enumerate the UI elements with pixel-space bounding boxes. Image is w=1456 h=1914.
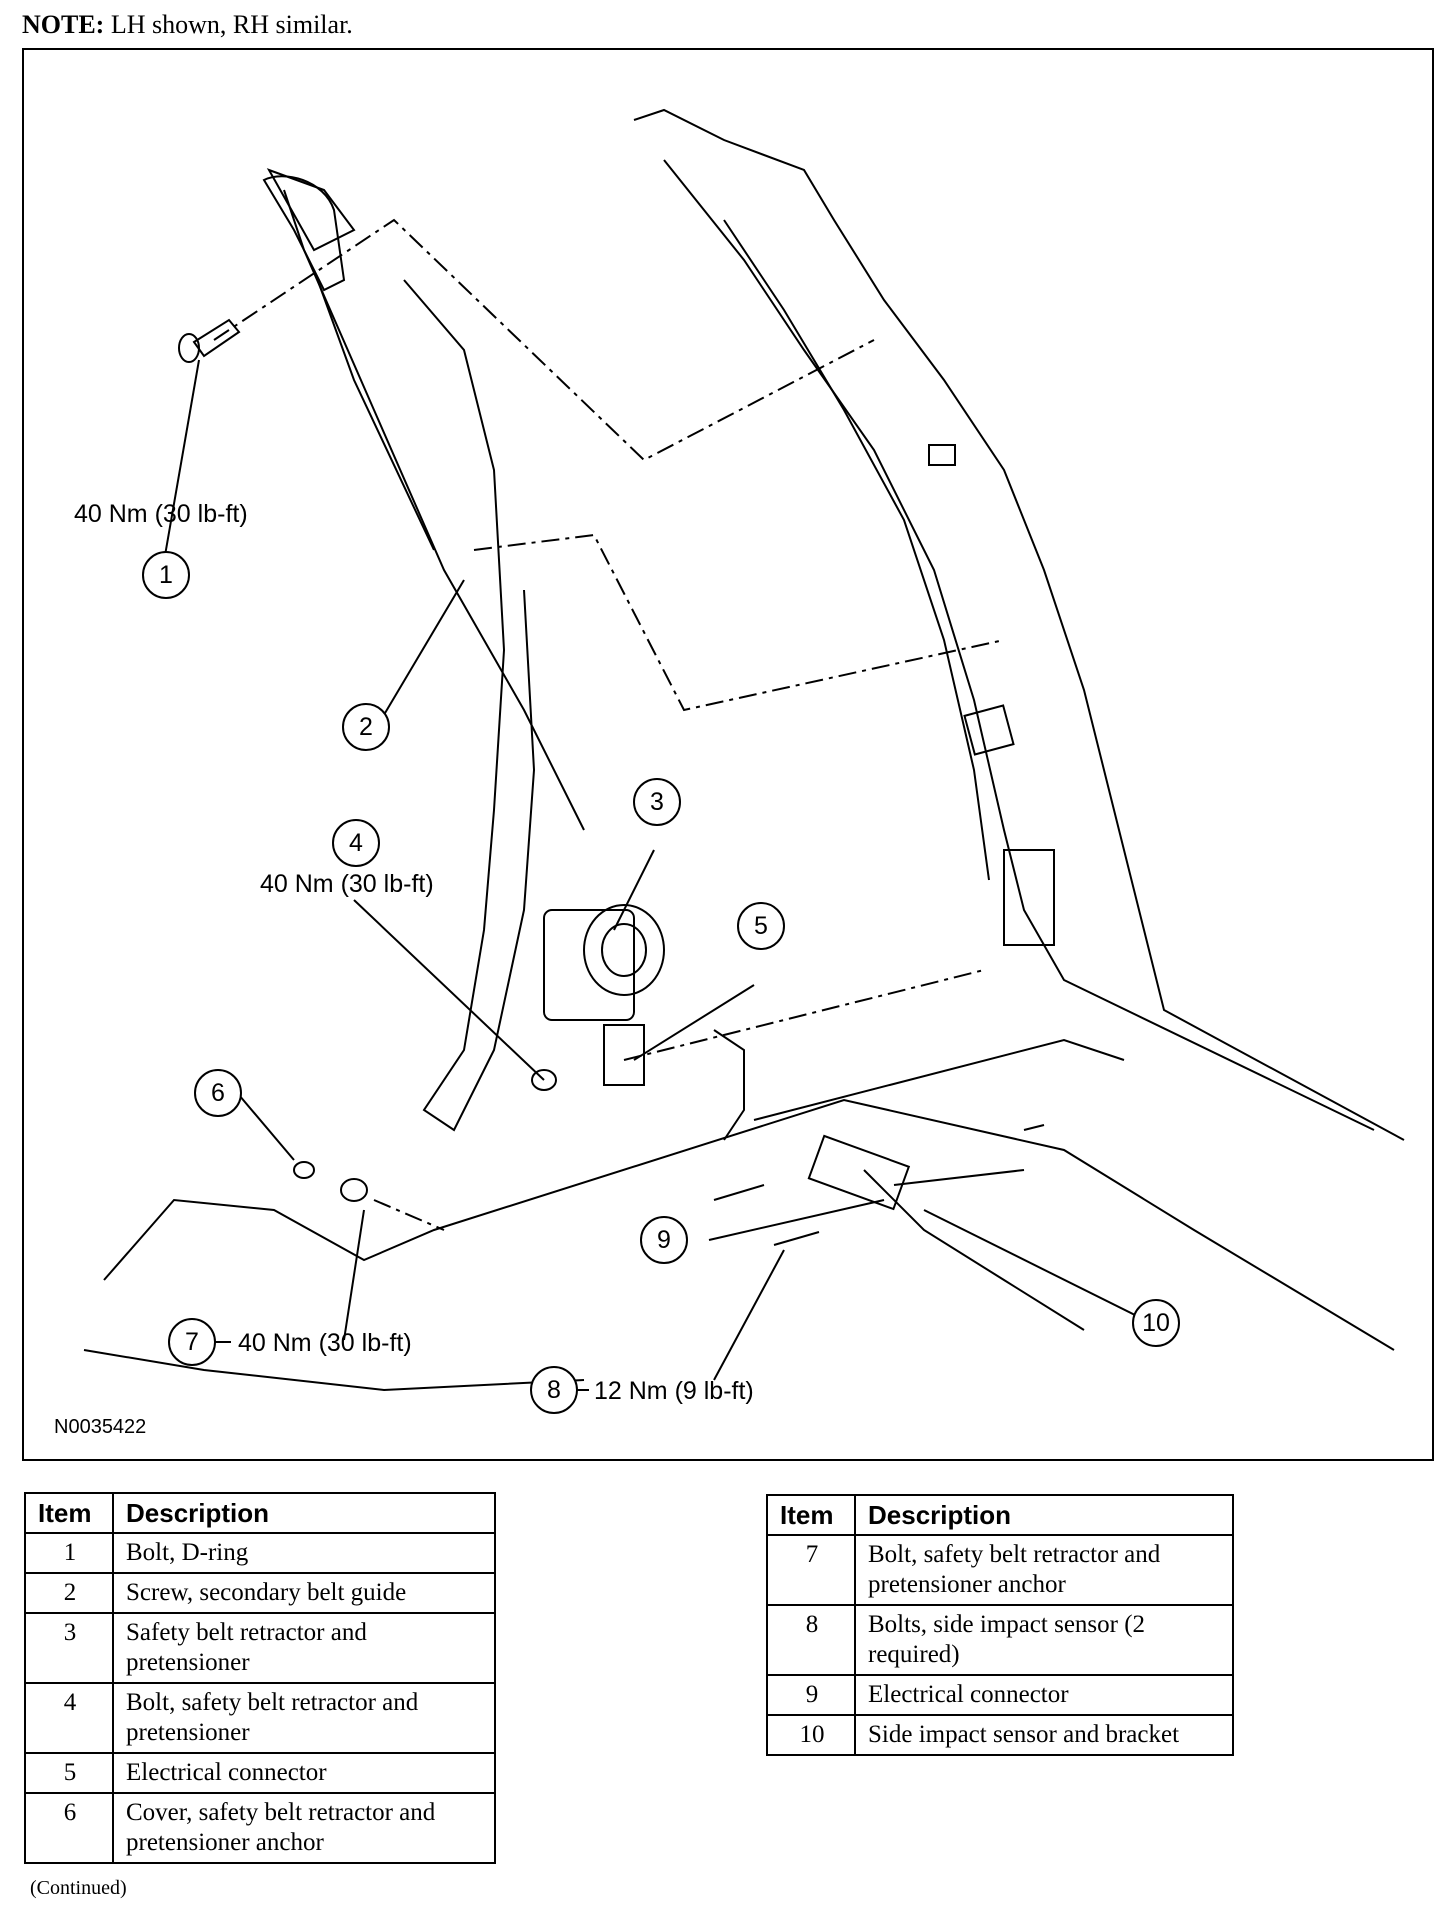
exploded-view-diagram: 1 2 3 4 5 6 7 8 9 10 40 Nm (30 lb-ft) 40…: [22, 48, 1434, 1461]
continued-footer: (Continued): [30, 1877, 127, 1899]
retractor: [543, 909, 635, 1021]
callout-9-circle: [640, 1216, 688, 1264]
item-description: Screw, secondary belt guide: [112, 1572, 496, 1614]
item-number: 4: [24, 1682, 114, 1754]
callout-2-number: 2: [359, 713, 373, 741]
callout-9-number: 9: [657, 1226, 671, 1254]
d-ring: [262, 175, 346, 292]
item-description: Bolt, safety belt retractor and pretensi…: [854, 1534, 1234, 1606]
note-label: NOTE:: [22, 10, 105, 39]
item-number: 5: [24, 1752, 114, 1794]
table-header-row: Item Description: [766, 1494, 1234, 1536]
item-number: 9: [766, 1674, 856, 1716]
item-description: Electrical connector: [112, 1752, 496, 1794]
note: NOTE: LH shown, RH similar.: [22, 10, 353, 40]
leader-6: [238, 1094, 295, 1161]
side-impact-sensor: [807, 1134, 911, 1211]
callout-2-circle: [342, 703, 390, 751]
column-header-description: Description: [112, 1492, 496, 1534]
item-number: 7: [766, 1534, 856, 1606]
belt-webbing: [283, 189, 585, 831]
item-description: Bolt, safety belt retractor and pretensi…: [112, 1682, 496, 1754]
item-number: 3: [24, 1612, 114, 1684]
torque-label-7: 40 Nm (30 lb-ft): [238, 1329, 412, 1357]
item-number: 10: [766, 1714, 856, 1756]
b-pillar-inner: [663, 159, 1375, 1131]
leader-8a: [713, 1249, 785, 1381]
item-description: Side impact sensor and bracket: [854, 1714, 1234, 1756]
callout-3-number: 3: [650, 788, 664, 816]
column-header-description: Description: [854, 1494, 1234, 1536]
callout-6-circle: [194, 1069, 242, 1117]
callout-3-circle: [633, 778, 681, 826]
column-header-item: Item: [766, 1494, 856, 1536]
callout-5-circle: [737, 902, 785, 950]
leader-4: [353, 899, 545, 1081]
item-description: Safety belt retractor and pretensioner: [112, 1612, 496, 1684]
leader-5: [633, 984, 755, 1061]
note-text: LH shown, RH similar.: [110, 10, 353, 39]
item-description: Bolts, side impact sensor (2 required): [854, 1604, 1234, 1676]
leader-7a: [343, 1209, 365, 1341]
diagram-drawing: 1 2 3 4 5 6 7 8 9 10 40 Nm (30 lb-ft) 40…: [54, 108, 1405, 1438]
item-description: Bolt, D-ring: [112, 1532, 496, 1574]
callout-7-circle: [168, 1318, 216, 1366]
column-header-item: Item: [24, 1492, 114, 1534]
callout-5-number: 5: [754, 912, 768, 940]
item-number: 8: [766, 1604, 856, 1676]
b-pillar-outer: [633, 108, 1405, 1141]
item-number: 6: [24, 1792, 114, 1864]
callout-4-circle: [332, 819, 380, 867]
callout-1-circle: [142, 551, 190, 599]
lower-trim-panel: [403, 279, 536, 1132]
callout-8-circle: [530, 1366, 578, 1414]
item-number: 2: [24, 1572, 114, 1614]
callout-6-number: 6: [211, 1079, 225, 1107]
item-description: Cover, safety belt retractor and pretens…: [112, 1792, 496, 1864]
torque-label-4: 40 Nm (30 lb-ft): [260, 870, 434, 898]
callout-10-circle: [1132, 1299, 1180, 1347]
callout-10-number: 10: [1142, 1309, 1170, 1337]
callout-1-number: 1: [159, 561, 173, 589]
b-pillar-edge: [723, 219, 990, 881]
callout-7-number: 7: [185, 1328, 199, 1356]
leader-3: [613, 849, 655, 931]
floor-sill: [103, 1098, 1395, 1351]
torque-label-8: 12 Nm (9 lb-ft): [594, 1377, 754, 1405]
figure-id: N0035422: [54, 1416, 146, 1438]
leader-10: [923, 1209, 1150, 1323]
torque-label-1: 40 Nm (30 lb-ft): [74, 500, 248, 528]
callout-4-number: 4: [349, 829, 363, 857]
leader-9: [708, 1199, 885, 1241]
item-description: Electrical connector: [854, 1674, 1234, 1716]
table-header-row: Item Description: [24, 1492, 496, 1534]
item-number: 1: [24, 1532, 114, 1574]
callout-8-number: 8: [547, 1376, 561, 1404]
